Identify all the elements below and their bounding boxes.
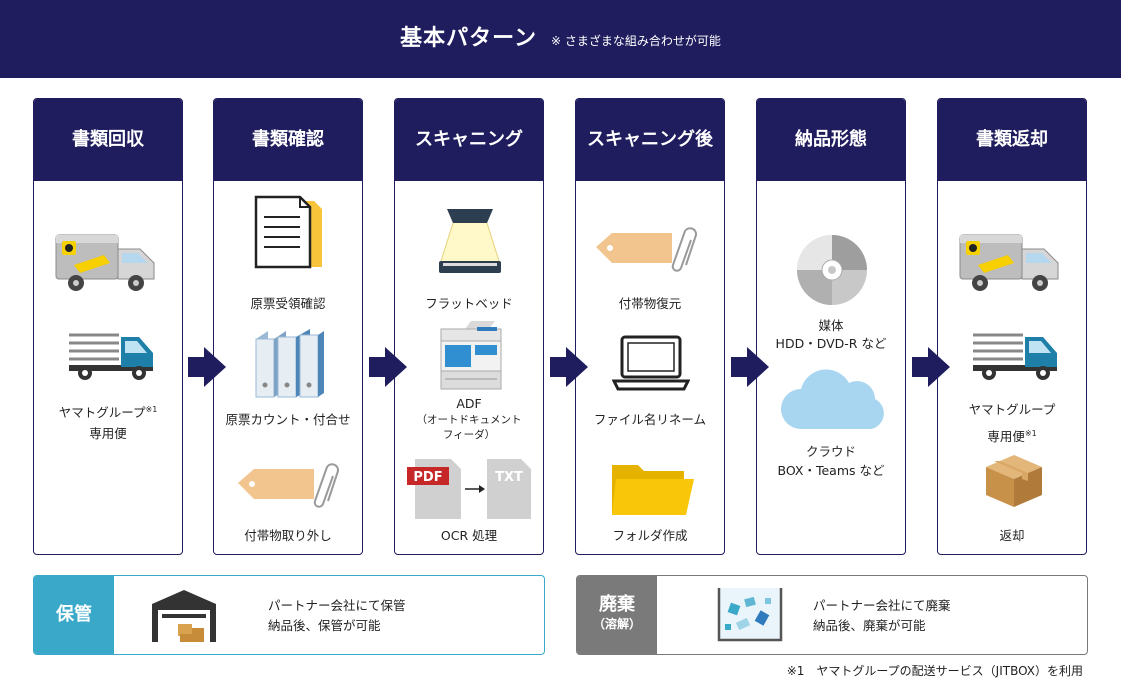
return-label-line2: 専用便※1 (987, 429, 1037, 445)
item-cloud: クラウド (805, 444, 856, 459)
copier-adf-icon (440, 321, 502, 390)
delivery-truck-icon (973, 333, 1057, 380)
yamato-truck-icon (959, 234, 1059, 291)
header-banner: 基本パターン ※ さまざまな組み合わせが可能 (0, 0, 1121, 78)
arrow-right-icon (369, 347, 407, 387)
column-title: 納品形態 (757, 99, 905, 181)
folder-icon (612, 465, 694, 515)
column-return: 書類返却 ヤマトグループ 専用便※1 返却 (937, 98, 1087, 555)
item-flatbed: フラットベッド (425, 296, 513, 311)
item-restore-attachments: 付帯物復元 (618, 296, 682, 311)
column-title: 書類回収 (34, 99, 182, 181)
item-detach-attachments: 付帯物取り外し (244, 528, 332, 543)
column-scanning: スキャニング フラットベッド ADF （オートドキュメント フィーダ） PDF … (394, 98, 544, 555)
collection-label-line2: 専用便 (89, 426, 127, 441)
laptop-icon (612, 335, 690, 391)
tag-clip-icon (238, 463, 340, 508)
collection-label: ヤマトグループ※1 (58, 405, 158, 421)
column-document-check: 書類確認 原票受領確認 原票カウント・付合せ 付帯物取り外し (213, 98, 363, 555)
dissolving-tank-icon (717, 588, 783, 642)
flatbed-scanner-icon (439, 209, 501, 273)
column-collection: 書類回収 ヤマトグループ※1 専用便 (33, 98, 183, 555)
item-adf-desc-2: フィーダ） (442, 429, 496, 441)
item-ocr: OCR 処理 (440, 528, 498, 543)
item-media-types: HDD・DVD-R など (775, 336, 887, 351)
arrow-right-icon (912, 347, 950, 387)
storage-tag: 保管 (34, 576, 114, 654)
arrow-right-icon (550, 347, 588, 387)
column-delivery-format: 納品形態 媒体 HDD・DVD-R など クラウド BOX・Teams など (756, 98, 906, 555)
txt-label: TXT (495, 470, 523, 485)
header-note: ※ さまざまな組み合わせが可能 (551, 34, 721, 48)
item-create-folder: フォルダ作成 (612, 528, 688, 543)
warehouse-icon (152, 590, 216, 642)
item-adf-desc-1: （オートドキュメント (416, 414, 522, 426)
cloud-icon (781, 369, 884, 429)
item-receipt-check: 原票受領確認 (250, 296, 326, 311)
column-title: スキャニング (395, 99, 543, 181)
item-adf: ADF (456, 396, 482, 411)
disposal-band: 廃棄 （溶解） パートナー会社にて廃棄 納品後、廃棄が可能 (576, 575, 1088, 655)
item-media: 媒体 (818, 318, 844, 333)
item-return: 返却 (999, 528, 1025, 543)
tag-clip-icon (596, 227, 698, 272)
column-title: スキャニング後 (576, 99, 724, 181)
documents-icon (254, 195, 322, 269)
disposal-tag: 廃棄 （溶解） (577, 576, 657, 654)
item-count-match: 原票カウント・付合せ (225, 412, 351, 427)
pdf-to-txt-icon: PDF TXT (407, 459, 531, 519)
storage-desc: パートナー会社にて保管 納品後、保管が可能 (268, 598, 406, 633)
storage-band: 保管 パートナー会社にて保管 納品後、保管が可能 (33, 575, 545, 655)
column-title: 書類返却 (938, 99, 1086, 181)
item-file-rename: ファイル名リネーム (593, 412, 707, 427)
column-title: 書類確認 (214, 99, 362, 181)
delivery-truck-icon (69, 333, 153, 380)
cardboard-box-icon (986, 455, 1042, 507)
footnote: ※1 ヤマトグループの配送サービス（JITBOX）を利用 (786, 664, 1083, 678)
arrow-right-icon (731, 347, 769, 387)
column-post-scanning: スキャニング後 付帯物復元 ファイル名リネーム フォルダ作成 (575, 98, 725, 555)
binders-icon (255, 329, 324, 398)
item-cloud-types: BOX・Teams など (777, 463, 885, 478)
yamato-truck-icon (55, 234, 155, 291)
page-title: 基本パターン (400, 26, 538, 51)
pdf-label: PDF (413, 470, 442, 485)
return-label: ヤマトグループ (968, 402, 1056, 417)
disposal-desc: パートナー会社にて廃棄 納品後、廃棄が可能 (813, 598, 951, 633)
arrow-right-icon (188, 347, 226, 387)
disc-icon (797, 235, 867, 305)
